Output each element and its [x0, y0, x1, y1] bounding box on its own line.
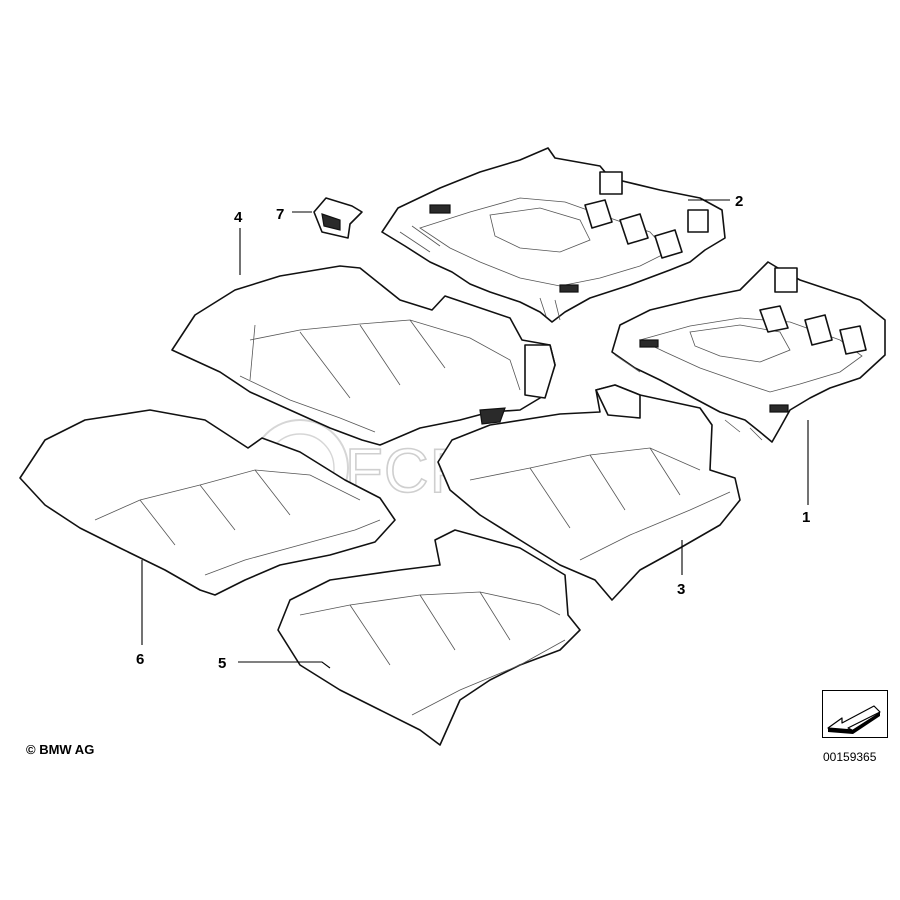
- copyright-text: © BMW AG: [26, 742, 95, 757]
- part-7-clip[interactable]: [313, 197, 363, 239]
- callout-1: 1: [802, 509, 810, 526]
- callout-5: 5: [218, 655, 226, 672]
- part-4-seat-cover-upper[interactable]: [171, 265, 556, 446]
- part-2-frame-upper[interactable]: [381, 147, 726, 323]
- callout-6: 6: [136, 651, 144, 668]
- callout-7: 7: [276, 206, 284, 223]
- part-3-seat-cover-right[interactable]: [437, 384, 741, 601]
- callout-3: 3: [677, 581, 685, 598]
- part-5-seat-cover-lower-front[interactable]: [277, 529, 581, 746]
- callout-2: 2: [735, 193, 743, 210]
- callout-leaders: [141, 199, 809, 669]
- callout-4: 4: [234, 209, 243, 226]
- part-6-seat-cover-lower-left[interactable]: [19, 409, 396, 596]
- arrow-down-left-icon: [822, 690, 888, 738]
- document-number: 00159365: [823, 750, 877, 764]
- part-1-frame-lower[interactable]: [611, 261, 886, 443]
